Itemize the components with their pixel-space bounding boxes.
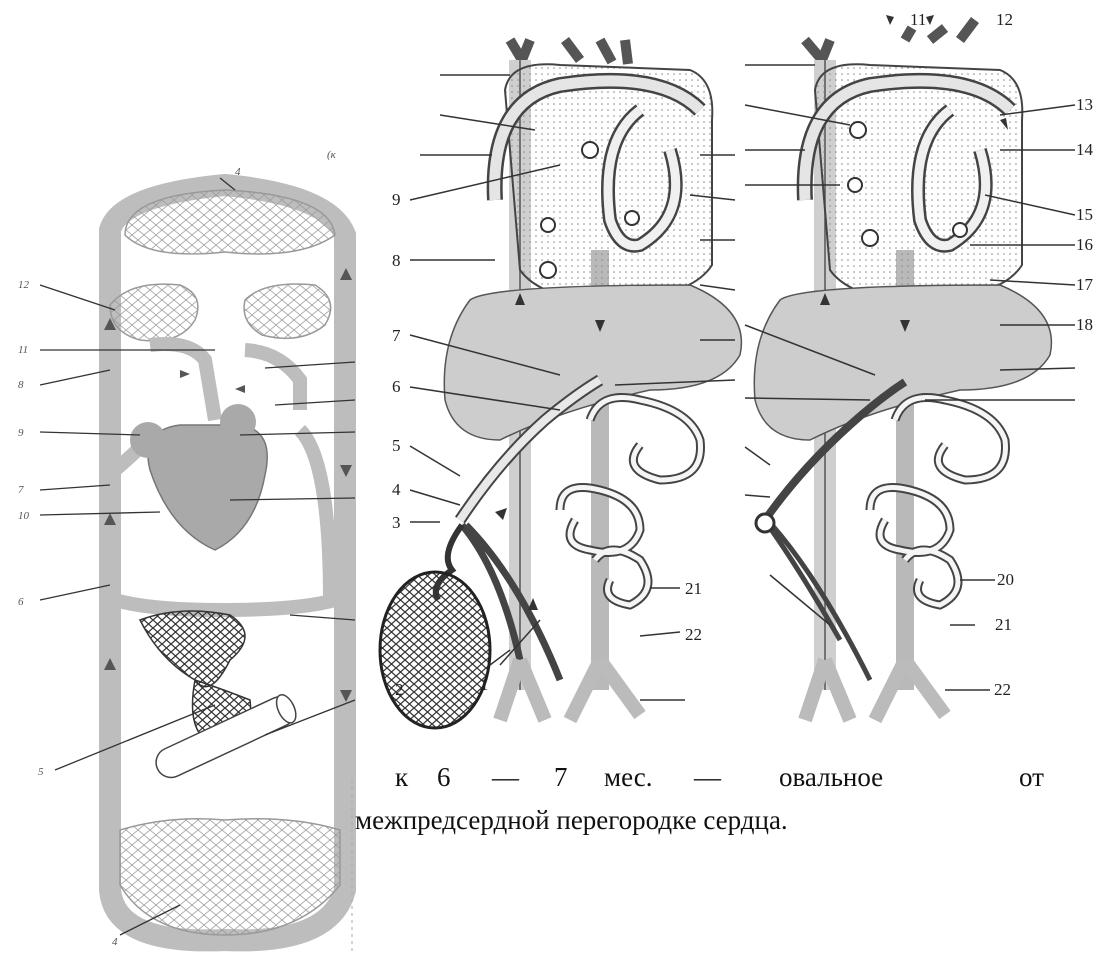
left-atrium-left xyxy=(130,422,166,458)
right-label-12: 12 xyxy=(996,10,1013,29)
caption-line-2: межпредсердной перегородке сердца. xyxy=(355,805,788,836)
right-valve-2 xyxy=(848,178,862,192)
middle-label-1: 1 xyxy=(480,675,489,694)
right-label-11: 11 xyxy=(910,10,926,29)
left-label-4-bottom: 4 xyxy=(112,936,118,948)
right-label-22: 22 xyxy=(994,680,1011,699)
left-label-9: 9 xyxy=(18,427,24,439)
right-label-18: 18 xyxy=(1076,315,1093,334)
right-umbilical-stump xyxy=(756,514,774,532)
left-label-header: (к xyxy=(327,149,337,161)
left-liver-capillaries xyxy=(140,611,245,687)
middle-label-21: 21 xyxy=(685,579,702,598)
left-lower-capillary-bed xyxy=(120,819,340,935)
right-label-16: 16 xyxy=(1076,235,1093,254)
right-label-13: 13 xyxy=(1076,95,1093,114)
caption-word: 7 xyxy=(554,762,604,793)
left-label-12: 12 xyxy=(18,279,30,291)
left-circulation-figure: (к 4 12 11 8 9 7 10 6 5 4 xyxy=(18,149,355,955)
middle-label-4: 4 xyxy=(392,480,401,499)
left-heart xyxy=(148,425,267,550)
middle-label-8: 8 xyxy=(392,251,401,270)
middle-valve-2 xyxy=(541,218,555,232)
left-label-6: 6 xyxy=(18,596,24,608)
right-label-21: 21 xyxy=(995,615,1012,634)
caption-word: 6 xyxy=(437,762,492,793)
middle-label-3: 3 xyxy=(392,513,401,532)
middle-label-7: 7 xyxy=(392,326,401,345)
middle-intestine-loops xyxy=(560,398,701,606)
left-label-4-top: 4 xyxy=(235,166,241,178)
right-intestine-fill xyxy=(870,398,1006,606)
middle-valve-3 xyxy=(540,262,556,278)
right-valve-3 xyxy=(862,230,878,246)
left-label-11: 11 xyxy=(18,344,28,356)
left-label-10: 10 xyxy=(18,510,30,522)
middle-label-9: 9 xyxy=(392,190,401,209)
middle-label-2: 2 xyxy=(395,680,404,699)
caption-word: — xyxy=(694,762,779,793)
right-label-20: 20 xyxy=(997,570,1014,589)
middle-valve-4 xyxy=(625,211,639,225)
caption-word: от xyxy=(1019,762,1044,793)
right-head-vessels xyxy=(805,20,975,60)
right-label-15: 15 xyxy=(1076,205,1093,224)
left-label-5: 5 xyxy=(38,766,44,778)
middle-label-6: 6 xyxy=(392,377,401,396)
caption-word: к xyxy=(395,762,437,793)
middle-label-5: 5 xyxy=(392,436,401,455)
left-label-8: 8 xyxy=(18,379,24,391)
caption-word: овальное xyxy=(779,762,1019,793)
right-label-14: 14 xyxy=(1076,140,1094,159)
right-newborn-circulation-figure: 11 12 13 14 15 16 17 18 20 21 22 xyxy=(745,10,1094,720)
right-valve-1 xyxy=(850,122,866,138)
left-lung-left xyxy=(110,284,198,341)
middle-fetal-circulation-figure: 9 8 7 6 5 4 3 2 1 21 22 xyxy=(380,40,741,728)
left-lung-right xyxy=(244,284,331,338)
right-label-17: 17 xyxy=(1076,275,1094,294)
left-label-7: 7 xyxy=(18,484,24,496)
left-inner-loop xyxy=(150,344,300,420)
right-valve-4 xyxy=(953,223,967,237)
middle-label-22: 22 xyxy=(685,625,702,644)
caption-word: мес. xyxy=(604,762,694,793)
middle-placenta xyxy=(380,572,490,728)
middle-valve-1 xyxy=(582,142,598,158)
caption-word: — xyxy=(492,762,554,793)
